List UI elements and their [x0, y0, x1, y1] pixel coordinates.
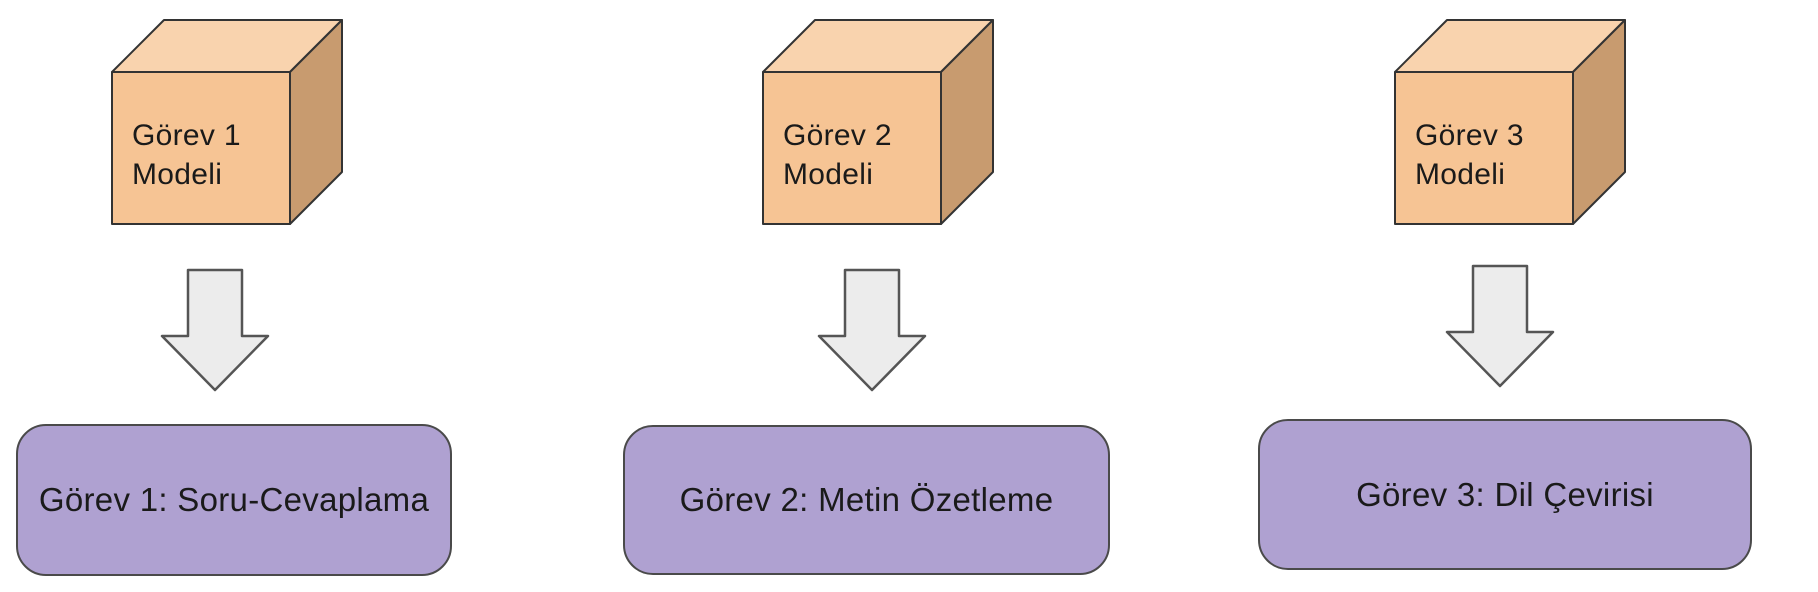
task-node-1: Görev 1: Soru-Cevaplama	[16, 424, 452, 576]
model-node-2-label: Görev 2 Modeli	[763, 72, 941, 224]
model-node-3-line2: Modeli	[1415, 158, 1506, 191]
cube-3d-icon	[111, 19, 343, 225]
task-node-2-label: Görev 2: Metin Özetleme	[679, 481, 1054, 518]
model-node-1: Görev 1 Modeli	[110, 13, 356, 239]
model-node-1-label: Görev 1 Modeli	[112, 72, 290, 224]
cube-3d-icon	[1394, 19, 1626, 225]
down-arrow-icon	[1445, 264, 1555, 389]
model-node-1-line2: Modeli	[132, 158, 223, 191]
model-node-3-label: Görev 3 Modeli	[1395, 72, 1573, 224]
model-node-2: Görev 2 Modeli	[761, 13, 1007, 239]
model-node-2-line1: Görev 2	[783, 119, 892, 152]
task-node-3-label: Görev 3: Dil Çevirisi	[1356, 475, 1654, 513]
model-node-2-line2: Modeli	[783, 158, 874, 191]
down-arrow-icon	[817, 268, 927, 393]
task-node-1-label: Görev 1: Soru-Cevaplama	[38, 481, 430, 518]
down-arrow-icon	[160, 268, 270, 393]
model-node-3-line1: Görev 3	[1415, 119, 1524, 152]
task-node-3: Görev 3: Dil Çevirisi	[1258, 419, 1752, 570]
model-node-3: Görev 3 Modeli	[1393, 13, 1639, 239]
task-node-2: Görev 2: Metin Özetleme	[623, 425, 1110, 575]
cube-3d-icon	[762, 19, 994, 225]
model-node-1-line1: Görev 1	[132, 119, 241, 152]
